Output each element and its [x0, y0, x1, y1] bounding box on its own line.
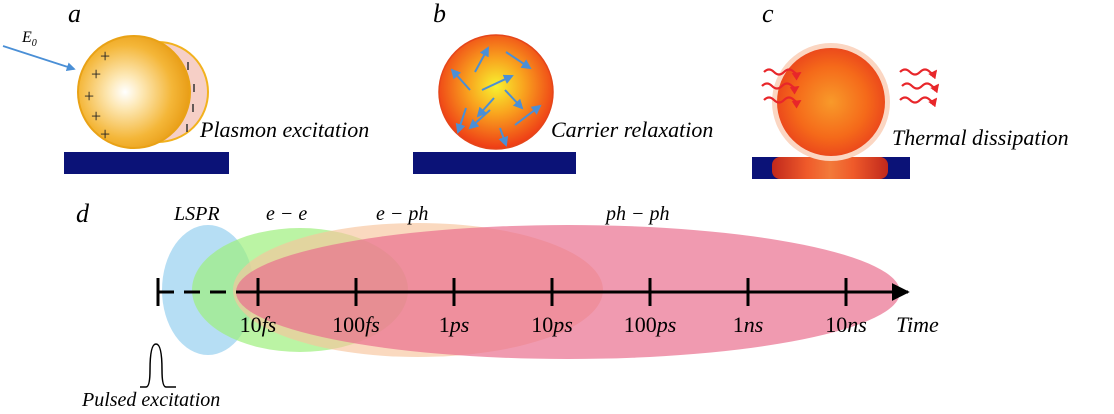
tick-label: 10ns	[825, 312, 867, 337]
svg-text:+: +	[100, 124, 110, 144]
lspr-label: LSPR	[173, 203, 220, 225]
tick-label: 10fs	[240, 312, 277, 337]
tick-label: 100fs	[332, 312, 380, 337]
panel-b-caption: Carrier relaxation	[551, 117, 713, 142]
tick-label: 100ps	[624, 312, 677, 337]
panel-d-letter: d	[76, 199, 90, 228]
warm-nanoparticle	[777, 48, 885, 156]
axis-ticks: 10fs 100fs 1ps 10ps 100ps 1ns 10ns	[240, 278, 867, 337]
svg-text:+: +	[91, 64, 101, 84]
time-axis: 10fs 100fs 1ps 10ps 100ps 1ns 10ns Time	[156, 278, 939, 337]
panel-a: a + + + + + E0 Plasmon excitation	[2, 0, 369, 174]
ee-label: e − e	[266, 203, 307, 225]
panel-c: c Thermal dissipation	[752, 0, 1069, 179]
tick-label: 10ps	[531, 312, 573, 337]
pulse-shape	[140, 343, 176, 388]
panel-b-letter: b	[433, 0, 446, 28]
heat-waves-right	[899, 68, 940, 108]
pulse-label: Pulsed excitation	[81, 389, 220, 409]
incident-field-arrow	[2, 45, 76, 72]
tick-label: 1ns	[733, 312, 764, 337]
heated-substrate-region	[772, 157, 888, 179]
gold-nanoparticle	[77, 35, 191, 149]
svg-text:+: +	[91, 106, 101, 126]
field-label: E0	[21, 29, 37, 49]
eph-label: e − ph	[376, 203, 428, 225]
negative-charges	[186, 62, 195, 132]
svg-text:+: +	[100, 46, 110, 66]
positive-charges: + + + + +	[84, 46, 110, 144]
panel-d: d LSPR e − e e − ph ph − ph 10fs 100fs 1ps…	[76, 199, 939, 411]
svg-text:+: +	[84, 86, 94, 106]
phph-label: ph − ph	[604, 203, 670, 225]
panel-c-letter: c	[762, 0, 774, 28]
tick-label: 1ps	[439, 312, 470, 337]
substrate-a	[64, 152, 229, 174]
panel-b: b Carrier relaxation	[413, 0, 713, 174]
hot-nanoparticle	[438, 34, 554, 150]
heat-waves-left	[761, 68, 802, 109]
carrier-arrows	[450, 46, 542, 147]
axis-label: Time	[896, 312, 939, 337]
panel-a-caption: Plasmon excitation	[199, 117, 369, 142]
panel-a-letter: a	[68, 0, 81, 28]
panel-c-caption: Thermal dissipation	[892, 125, 1069, 150]
substrate-b	[413, 152, 576, 174]
